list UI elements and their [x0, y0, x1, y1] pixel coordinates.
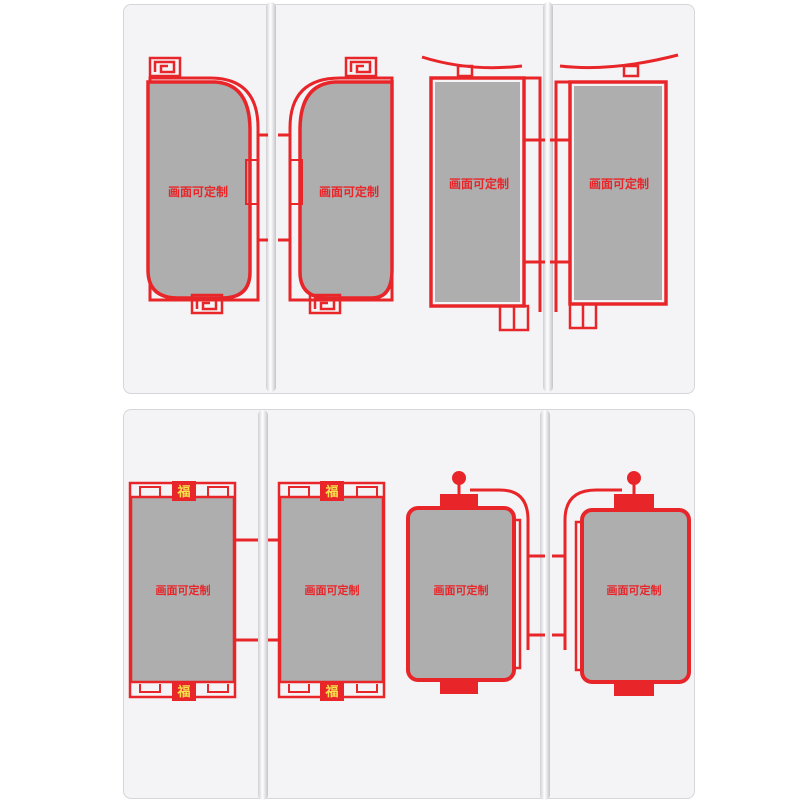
sign-caption: 画面可定制	[589, 176, 649, 191]
sign-top-2: 画面可定制	[278, 56, 394, 315]
pole-bottom-left	[258, 410, 268, 800]
sign-caption: 画面可定制	[607, 583, 662, 597]
sign-caption: 画面可定制	[434, 583, 489, 597]
pole-top-right	[543, 2, 553, 392]
sign-caption: 画面可定制	[319, 184, 379, 199]
sign-caption: 画面可定制	[449, 176, 509, 191]
sign-bottom-4: 画面可定制	[552, 471, 691, 696]
sign-bottom-3: 画面可定制	[406, 471, 545, 694]
fu-character-top: 福	[176, 484, 190, 500]
sign-top-4: 画面可定制	[550, 53, 679, 330]
pole-top-left	[266, 2, 276, 392]
sign-bottom-1: 福 福 画面可定制	[128, 481, 258, 701]
sign-caption: 画面可定制	[305, 583, 360, 597]
sign-caption: 画面可定制	[156, 583, 211, 597]
fu-character-bottom: 福	[176, 684, 190, 700]
pole-bottom-right	[540, 410, 550, 800]
sign-top-3: 画面可定制	[421, 55, 545, 332]
fu-character-bottom: 福	[324, 684, 338, 700]
sign-top-1: 画面可定制	[146, 56, 268, 315]
fu-character-top: 福	[324, 484, 338, 500]
sign-caption: 画面可定制	[168, 184, 228, 199]
sign-bottom-2: 福 福 画面可定制	[268, 481, 386, 701]
